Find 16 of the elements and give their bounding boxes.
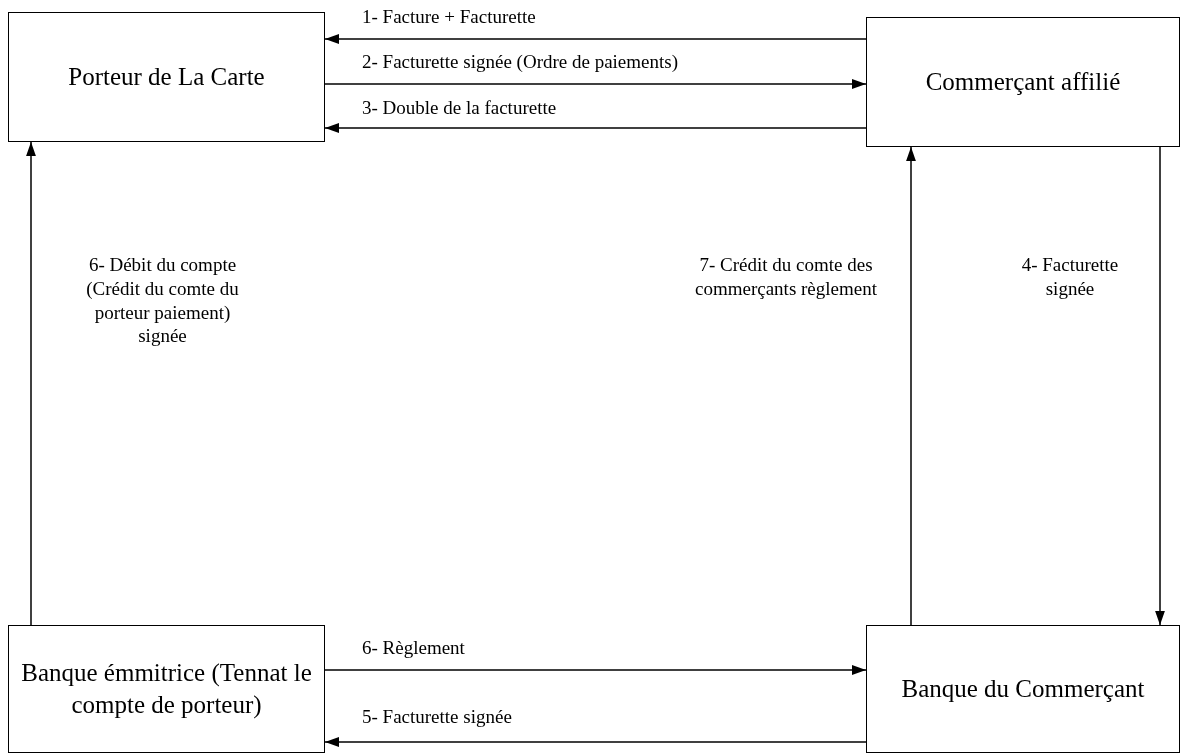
arrow: [1155, 146, 1165, 626]
entity-name: Commerçant affilié: [925, 66, 1121, 97]
entity-name: Banque du Commerçant: [901, 673, 1145, 704]
entity-box: [8, 625, 325, 753]
arrow: [324, 79, 867, 89]
entity-box: [866, 17, 1180, 147]
entity-box: [866, 625, 1180, 753]
entity-box: [8, 12, 325, 142]
arrow: [26, 141, 36, 626]
arrow: [324, 123, 867, 133]
entity-name: Porteur de La Carte: [68, 61, 265, 92]
arrow: [324, 737, 867, 747]
arrow: [324, 34, 867, 44]
arrow: [324, 665, 867, 675]
entity-name: Banque émmitrice (Tennat le compte de porteur): [20, 657, 313, 721]
arrow: [906, 146, 916, 626]
